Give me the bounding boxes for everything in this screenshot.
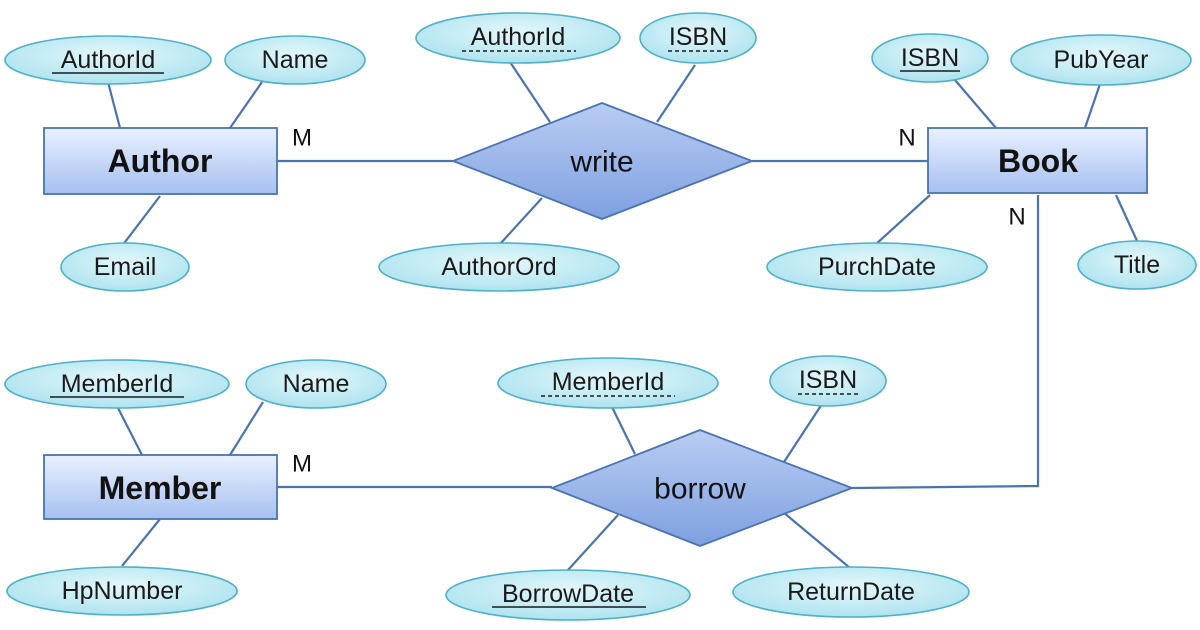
entity-member: Member <box>43 454 278 520</box>
connectors <box>106 61 1139 571</box>
cardinality-author-write: M <box>292 125 312 152</box>
attr-member-hpnumber-label: HpNumber <box>62 577 183 605</box>
attr-write-authorid-label: AuthorId <box>471 23 566 51</box>
attributes: AuthorId Name Email AuthorId ISBN Author… <box>4 12 1197 621</box>
attr-write-authorord-label: AuthorOrd <box>441 253 556 281</box>
attr-write-isbn: ISBN <box>639 12 757 64</box>
attr-author-name: Name <box>224 35 366 85</box>
connector-book-title <box>1115 194 1139 244</box>
attr-borrow-memberid: MemberId <box>497 357 719 409</box>
attr-book-purchdate-label: PurchDate <box>818 253 936 281</box>
connector-write-isbn <box>656 64 696 123</box>
attr-book-pubyear: PubYear <box>1010 34 1192 86</box>
connector-member-memberid <box>117 407 143 456</box>
connector-write-authorord <box>499 197 543 245</box>
connector-book-borrow <box>851 195 1040 490</box>
attr-borrow-borrowdate: BorrowDate <box>445 569 691 621</box>
attr-book-title: Title <box>1077 240 1197 290</box>
attr-borrow-isbn: ISBN <box>769 355 887 407</box>
attr-book-pubyear-label: PubYear <box>1054 46 1149 74</box>
attr-book-isbn: ISBN <box>871 33 989 83</box>
attr-borrow-returndate: ReturnDate <box>732 566 970 618</box>
attr-author-email: Email <box>60 242 190 292</box>
attr-member-hpnumber: HpNumber <box>6 566 238 616</box>
entity-member-label: Member <box>99 470 222 506</box>
attr-borrow-borrowdate-label: BorrowDate <box>502 580 634 608</box>
connector-member-name <box>229 401 264 456</box>
connector-book-isbn <box>954 79 997 129</box>
entity-book-label: Book <box>998 143 1078 179</box>
connector-author-email <box>121 195 161 247</box>
entity-author-label: Author <box>108 143 213 179</box>
attr-write-authorid: AuthorId <box>415 12 621 64</box>
relationship-borrow-label: borrow <box>654 473 746 506</box>
entity-author: Author <box>43 127 278 195</box>
cardinalities: M N N M <box>292 125 1026 478</box>
relationship-write: write <box>450 102 755 220</box>
attr-borrow-isbn-label: ISBN <box>799 366 857 394</box>
attr-book-title-label: Title <box>1114 251 1160 279</box>
cardinality-write-book: N <box>898 125 915 152</box>
attr-write-authorord: AuthorOrd <box>378 242 620 292</box>
connector-write-authorid <box>509 61 551 123</box>
attr-borrow-returndate-label: ReturnDate <box>787 578 915 606</box>
connector-member-hpnumber <box>121 518 161 567</box>
attr-member-memberid-label: MemberId <box>61 370 174 398</box>
attr-book-isbn-label: ISBN <box>901 44 959 72</box>
attr-member-memberid: MemberId <box>4 359 230 409</box>
entity-book: Book <box>927 127 1148 194</box>
connector-borrow-returndate <box>782 511 851 569</box>
attr-author-authorid: AuthorId <box>4 35 212 85</box>
cardinality-book-borrow: N <box>1008 204 1025 231</box>
relationship-write-label: write <box>569 146 633 179</box>
attr-write-isbn-label: ISBN <box>669 23 727 51</box>
attr-author-name-label: Name <box>262 46 329 74</box>
cardinality-member-borrow: M <box>292 451 312 478</box>
connector-book-pubyear <box>1083 83 1102 129</box>
attr-member-name: Name <box>245 359 387 409</box>
attr-book-purchdate: PurchDate <box>766 242 988 292</box>
attr-author-email-label: Email <box>94 253 157 281</box>
attr-member-name-label: Name <box>283 370 350 398</box>
relationship-borrow: borrow <box>549 429 855 547</box>
connector-author-name <box>229 81 263 129</box>
attr-author-authorid-label: AuthorId <box>61 46 156 74</box>
connector-borrow-memberid <box>611 406 636 455</box>
connector-borrow-isbn <box>783 403 823 463</box>
connector-author-authorid <box>106 81 122 129</box>
attr-borrow-memberid-label: MemberId <box>552 368 665 396</box>
connector-borrow-borrowdate <box>567 514 619 571</box>
connector-book-purchdate <box>874 194 931 246</box>
